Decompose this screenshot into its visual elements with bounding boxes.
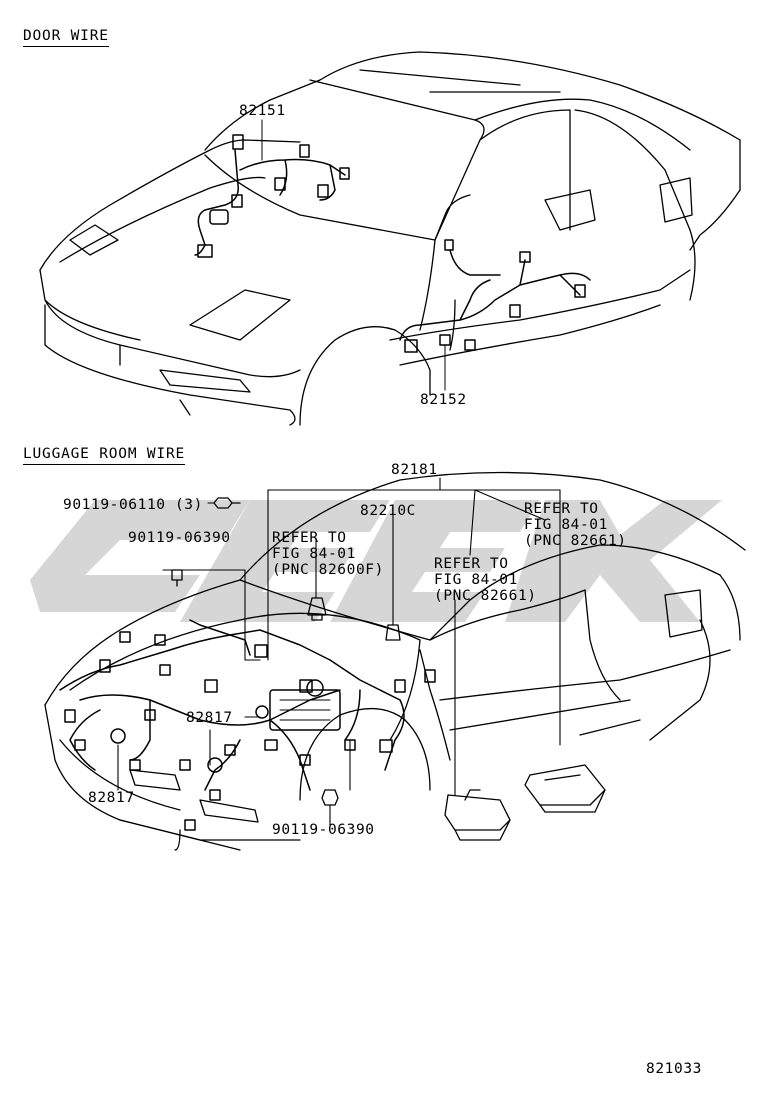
refer-note-line: (PNC 82661) bbox=[524, 533, 627, 549]
part-number-82817-center[interactable]: 82817 bbox=[186, 710, 233, 726]
part-number-82151[interactable]: 82151 bbox=[239, 103, 286, 119]
refer-note-line: FIG 84-01 bbox=[272, 546, 356, 562]
refer-note-line: REFER TO bbox=[272, 530, 347, 546]
part-number-90119-06390-top[interactable]: 90119-06390 bbox=[128, 530, 231, 546]
luggage-wire-car-body bbox=[44, 471, 746, 851]
door-wire-car-body bbox=[39, 51, 741, 426]
leader-lines bbox=[117, 477, 561, 826]
refer-note-line: FIG 84-01 bbox=[434, 572, 518, 588]
small-parts bbox=[171, 497, 606, 841]
refer-note-line: REFER TO bbox=[434, 556, 509, 572]
section-title-luggage-room-wire: LUGGAGE ROOM WIRE bbox=[23, 446, 186, 465]
refer-note-line: FIG 84-01 bbox=[524, 517, 608, 533]
refer-note-line: (PNC 82661) bbox=[434, 588, 537, 604]
part-number-90119-06110[interactable]: 90119-06110 (3) bbox=[63, 497, 203, 513]
part-number-82181[interactable]: 82181 bbox=[391, 462, 438, 478]
luggage-wire-harness bbox=[59, 619, 436, 831]
part-number-82152[interactable]: 82152 bbox=[420, 392, 467, 408]
refer-note-line: REFER TO bbox=[524, 501, 599, 517]
refer-note-line: (PNC 82600F) bbox=[272, 562, 384, 578]
part-number-90119-06390-bottom[interactable]: 90119-06390 bbox=[272, 822, 375, 838]
door-wire-harness-82152 bbox=[399, 239, 591, 391]
part-number-82817-left[interactable]: 82817 bbox=[88, 790, 135, 806]
figure-number: 821033 bbox=[646, 1061, 702, 1077]
door-handle bbox=[544, 189, 596, 231]
door-wire-harness-82151 bbox=[194, 119, 350, 258]
section-title-door-wire: DOOR WIRE bbox=[23, 28, 109, 47]
part-number-82210c[interactable]: 82210C bbox=[360, 503, 416, 519]
